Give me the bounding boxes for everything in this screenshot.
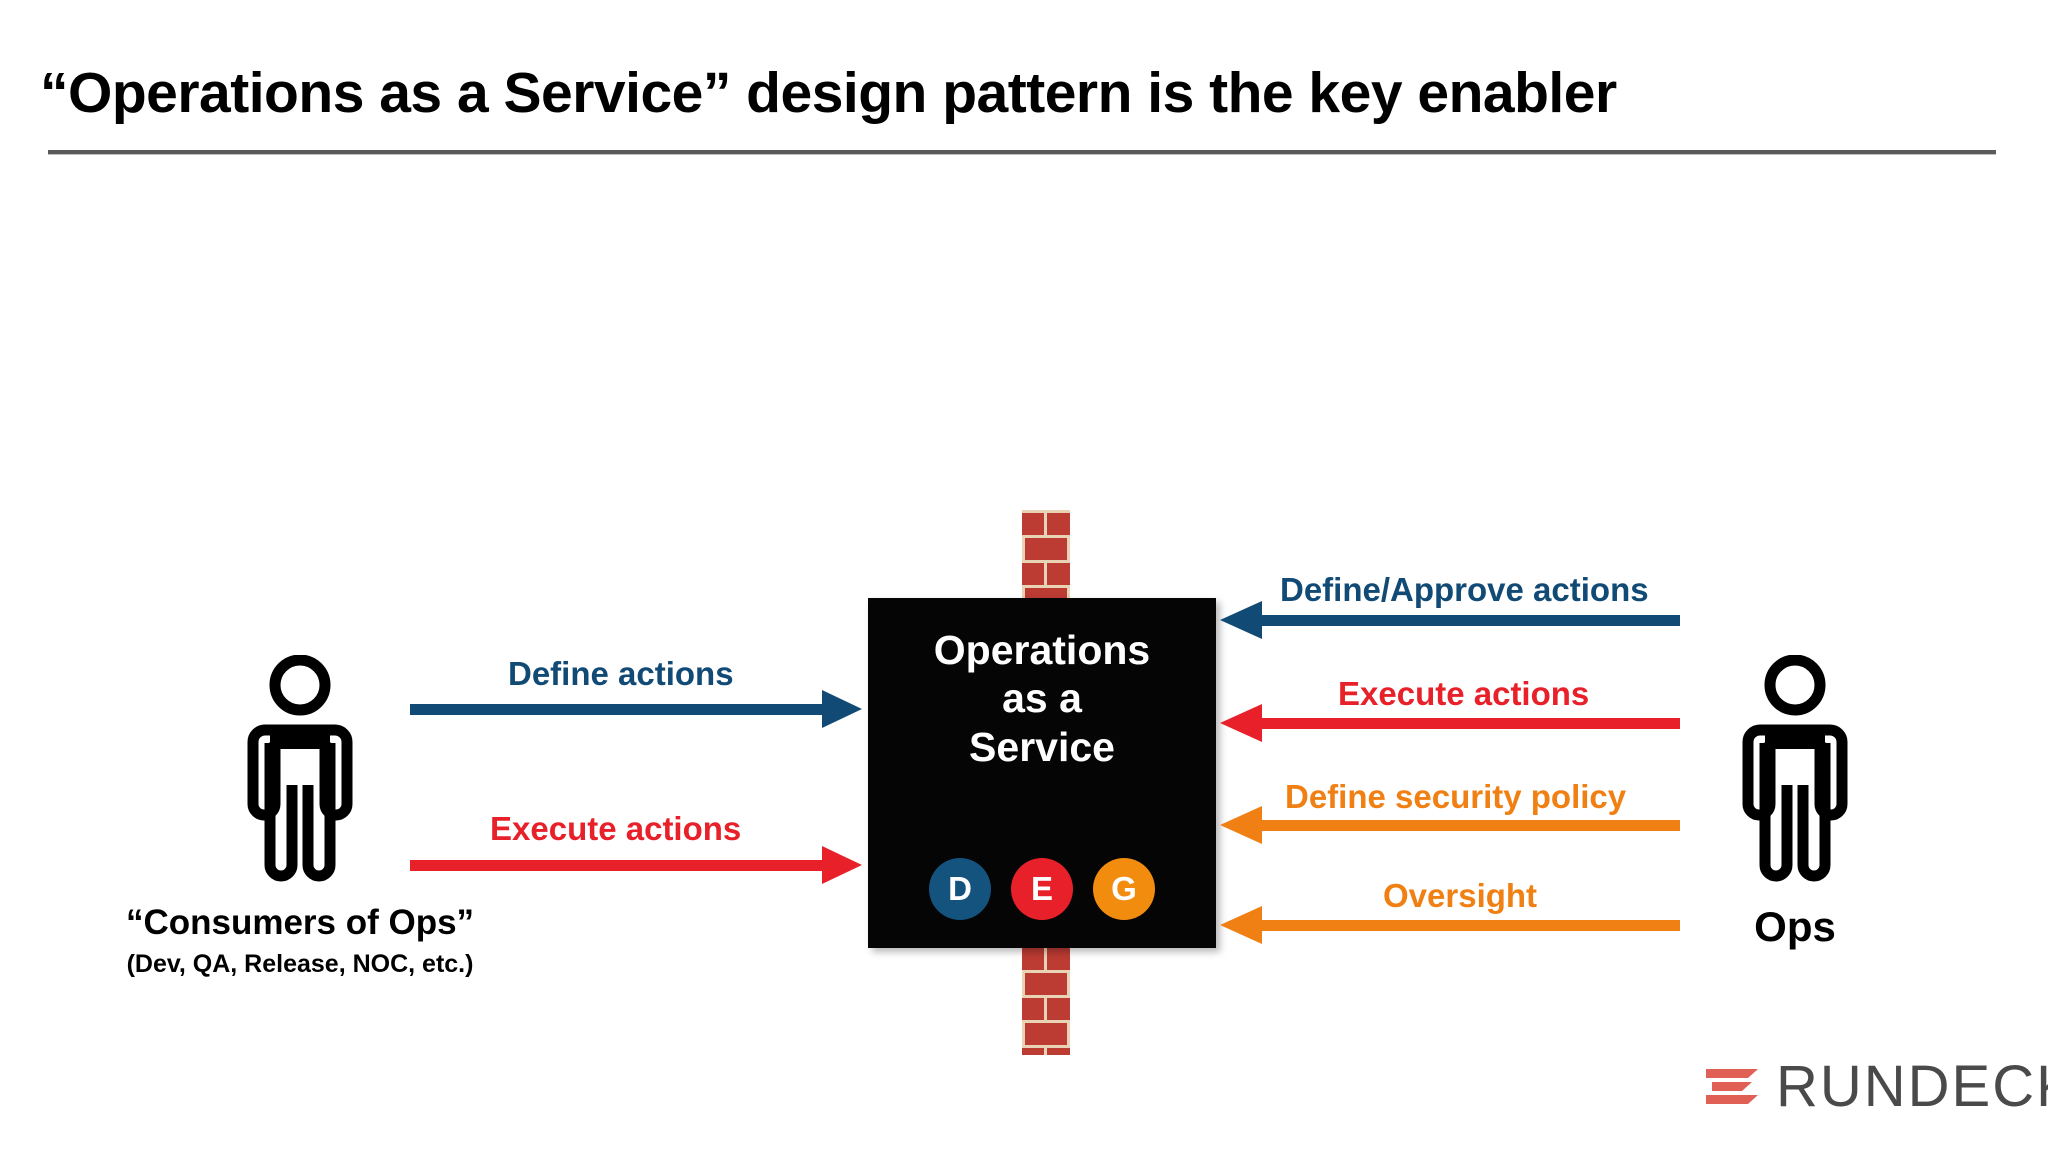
oaas-box-title: Operations as a Service (868, 626, 1216, 771)
arrow-define-security-policy-label: Define security policy (1285, 778, 1627, 815)
arrow-line (1262, 615, 1680, 626)
badge-e-label: E (1030, 870, 1053, 907)
arrow-head-left (1220, 704, 1262, 742)
rundeck-mark-icon (1706, 1069, 1758, 1104)
badge-d: D (929, 858, 991, 920)
arrow-execute-actions-left-label: Execute actions (490, 810, 742, 847)
arrow-head-left (1220, 806, 1262, 844)
arrow-head-left (1220, 906, 1262, 944)
arrow-oversight-label: Oversight (1383, 877, 1538, 914)
consumers-of-ops-subcaption: (Dev, QA, Release, NOC, etc.) (126, 950, 474, 978)
arrow-head-right (822, 846, 862, 884)
arrow-define-approve-actions-label: Define/Approve actions (1280, 571, 1649, 608)
consumers-of-ops-person-icon (245, 654, 355, 890)
ops-person-icon (1740, 654, 1850, 890)
brick-wall-bottom (1022, 945, 1070, 1055)
consumers-of-ops-caption: “Consumers of Ops” (125, 903, 475, 942)
badge-e: E (1011, 858, 1073, 920)
arrow-line (1262, 920, 1680, 931)
arrow-define-actions-label: Define actions (508, 655, 734, 692)
brick-joints (1022, 510, 1070, 602)
arrow-line (1262, 820, 1680, 831)
arrow-head-left (1220, 601, 1262, 639)
arrow-line (1262, 718, 1680, 729)
brick-wall-top (1022, 510, 1070, 602)
arrow-head-right (822, 690, 862, 728)
operations-as-a-service-box: Operations as a Service D E G (868, 598, 1216, 948)
brick-joints (1022, 945, 1070, 1055)
rundeck-logo: RUNDECK (1700, 1056, 2048, 1118)
rundeck-wordmark: RUNDECK (1776, 1054, 2048, 1119)
oaas-title-line-1: Operations (933, 627, 1151, 673)
oaas-badge-group: D E G (868, 858, 1216, 920)
badge-g: G (1093, 858, 1155, 920)
title-divider (48, 150, 1996, 155)
badge-d-label: D (948, 870, 972, 907)
person-icon (1742, 654, 1848, 882)
oaas-title-line-2: as a (1002, 675, 1082, 722)
person-icon (247, 654, 353, 882)
page-title: “Operations as a Service” design pattern… (40, 61, 1617, 125)
oaas-title-line-3: Service (969, 723, 1115, 770)
arrow-line (410, 860, 822, 871)
badge-g-label: G (1111, 870, 1137, 907)
arrow-execute-actions-right-label: Execute actions (1338, 675, 1590, 712)
arrow-line (410, 704, 822, 715)
ops-caption: Ops (1754, 903, 1836, 950)
